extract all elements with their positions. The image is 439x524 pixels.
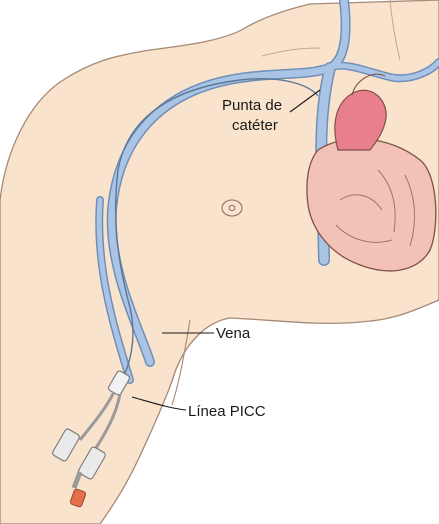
label-picc-line: Línea PICC bbox=[188, 403, 266, 420]
label-vein: Vena bbox=[216, 325, 251, 342]
label-catheter-tip-line1: Punta de bbox=[222, 97, 282, 114]
label-catheter-tip-line2: catéter bbox=[232, 117, 278, 134]
